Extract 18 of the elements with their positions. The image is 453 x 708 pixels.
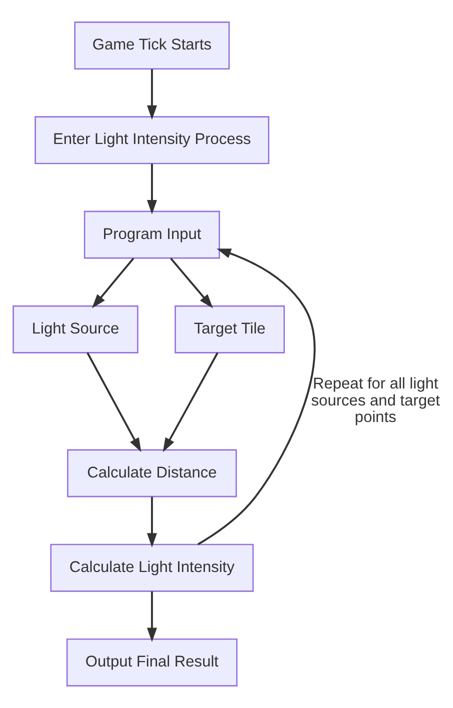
arrow	[146, 69, 157, 120]
arrow	[146, 496, 157, 548]
arrow	[92, 258, 134, 308]
arrow	[86, 352, 142, 452]
node-box: Calculate Distance	[67, 449, 237, 498]
node-box: Game Tick Starts	[74, 22, 230, 70]
arrow	[162, 352, 218, 452]
arrow	[146, 164, 157, 214]
edge-label: Repeat for all light sources and target points	[311, 375, 440, 426]
arrow	[170, 258, 213, 308]
node-box: Calculate Light Intensity	[50, 544, 254, 592]
node-box: Enter Light Intensity Process	[34, 116, 270, 164]
node-box: Light Source	[12, 305, 138, 354]
arrow	[197, 248, 316, 546]
node-box: Target Tile	[174, 305, 285, 354]
arrow	[146, 591, 157, 642]
node-box: Program Input	[84, 210, 220, 259]
node-box: Output Final Result	[66, 638, 238, 686]
